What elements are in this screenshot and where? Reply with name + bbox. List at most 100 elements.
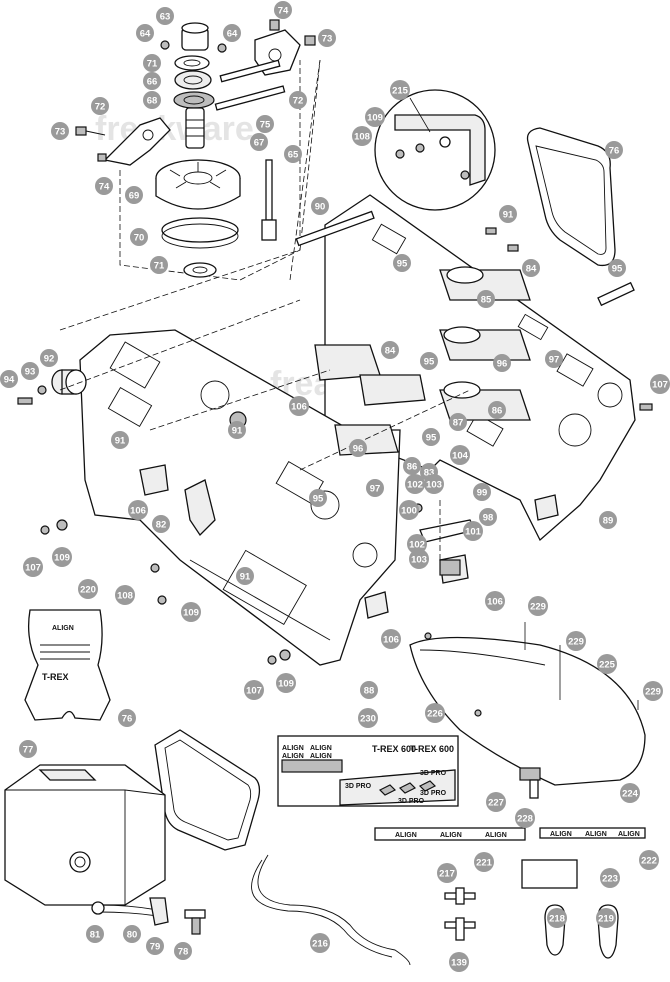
callout-circle bbox=[143, 54, 161, 72]
callout-number: 79 bbox=[150, 941, 161, 952]
callout-circle bbox=[156, 7, 174, 25]
callout-circle bbox=[547, 908, 567, 928]
callout-circle bbox=[486, 792, 506, 812]
sheet-variant-4: 3D PRO bbox=[398, 798, 425, 805]
callout-circle bbox=[40, 349, 58, 367]
callout-circle bbox=[174, 942, 192, 960]
callout-circle bbox=[123, 925, 141, 943]
callout-c230: 230 bbox=[358, 708, 378, 728]
callout-c92: 92 bbox=[40, 349, 58, 367]
callout-number: 96 bbox=[353, 443, 364, 454]
callout-c217: 217 bbox=[437, 863, 457, 883]
callout-c91d: 91 bbox=[236, 567, 254, 585]
callout-circle bbox=[409, 549, 429, 569]
callout-number: 82 bbox=[156, 519, 167, 530]
callout-circle bbox=[528, 596, 548, 616]
callout-circle bbox=[566, 631, 586, 651]
callout-circle bbox=[311, 197, 329, 215]
callout-c109c: 109 bbox=[181, 602, 201, 622]
callout-number: 229 bbox=[645, 686, 661, 697]
callout-circle bbox=[522, 259, 540, 277]
callout-number: 107 bbox=[25, 562, 41, 573]
callout-circle bbox=[310, 933, 330, 953]
callout-number: 104 bbox=[452, 450, 469, 461]
callout-circle bbox=[86, 925, 104, 943]
callout-c84a: 84 bbox=[522, 259, 540, 277]
sheet-model-1: T-REX 600 bbox=[372, 744, 416, 754]
callout-circle bbox=[643, 681, 663, 701]
callout-number: 98 bbox=[483, 512, 494, 523]
callout-circle bbox=[358, 708, 378, 728]
callout-c72a: 72 bbox=[91, 97, 109, 115]
decal-blank-223 bbox=[521, 859, 578, 889]
callout-number: 229 bbox=[568, 636, 584, 647]
guard-model-text: T-REX bbox=[42, 672, 69, 682]
callout-number: 86 bbox=[492, 405, 503, 416]
strip1-b: ALIGN bbox=[440, 832, 462, 839]
callout-number: 71 bbox=[147, 58, 158, 69]
callout-number: 71 bbox=[154, 260, 165, 271]
callout-number: 95 bbox=[424, 356, 435, 367]
callout-c95e: 95 bbox=[309, 489, 327, 507]
callout-circle bbox=[420, 352, 438, 370]
callout-c226: 226 bbox=[425, 703, 445, 723]
guard-decal-220: ALIGN T-REX bbox=[24, 609, 111, 721]
strip2-c: ALIGN bbox=[618, 831, 640, 838]
callout-c81: 81 bbox=[86, 925, 104, 943]
callout-c106c: 106 bbox=[128, 500, 148, 520]
callout-number: 219 bbox=[598, 913, 614, 924]
callout-number: 77 bbox=[23, 744, 34, 755]
callout-circle bbox=[118, 709, 136, 727]
callout-c64b: 64 bbox=[223, 24, 241, 42]
callout-circle bbox=[473, 483, 491, 501]
callout-circle bbox=[393, 254, 411, 272]
callout-c103b: 103 bbox=[409, 549, 429, 569]
callout-c106a: 106 bbox=[289, 396, 309, 416]
strip1-a: ALIGN bbox=[395, 832, 417, 839]
callout-circle bbox=[405, 474, 425, 494]
callout-c106b: 106 bbox=[485, 591, 505, 611]
callout-number: 76 bbox=[122, 713, 133, 724]
sheet-brand-2: ALIGN bbox=[310, 745, 332, 752]
callout-number: 222 bbox=[641, 855, 657, 866]
callout-c68: 68 bbox=[143, 91, 161, 109]
callout-number: 95 bbox=[397, 258, 408, 269]
callout-number: 216 bbox=[312, 938, 328, 949]
callout-number: 63 bbox=[160, 11, 171, 22]
callout-c88: 88 bbox=[360, 681, 378, 699]
callout-number: 226 bbox=[427, 708, 443, 719]
callout-number: 109 bbox=[54, 552, 70, 563]
callout-circle bbox=[390, 80, 410, 100]
callout-circle bbox=[599, 511, 617, 529]
callout-circle bbox=[228, 421, 246, 439]
callout-c66: 66 bbox=[143, 72, 161, 90]
callout-c220: 220 bbox=[78, 579, 98, 599]
callout-circle bbox=[485, 591, 505, 611]
callout-circle bbox=[276, 673, 296, 693]
callout-circle bbox=[488, 401, 506, 419]
callout-circle bbox=[449, 952, 469, 972]
callout-c95c: 95 bbox=[420, 352, 438, 370]
callout-c95d: 95 bbox=[422, 428, 440, 446]
callout-number: 106 bbox=[487, 596, 503, 607]
callout-circle bbox=[650, 374, 670, 394]
callout-number: 73 bbox=[322, 33, 333, 44]
callout-c219: 219 bbox=[596, 908, 616, 928]
callout-c98: 98 bbox=[479, 508, 497, 526]
callout-number: 86 bbox=[407, 461, 418, 472]
callout-number: 217 bbox=[439, 868, 455, 879]
callout-number: 102 bbox=[409, 539, 425, 550]
callout-circle bbox=[474, 852, 494, 872]
callout-circle bbox=[425, 703, 445, 723]
decal-sheet-230: ALIGN ALIGN ALIGN ALIGN T-REX 600 T-REX … bbox=[277, 735, 459, 807]
callout-circle bbox=[152, 515, 170, 533]
callout-number: 78 bbox=[178, 946, 189, 957]
callout-number: 103 bbox=[411, 554, 427, 565]
callout-c108b: 108 bbox=[115, 585, 135, 605]
callout-c109b: 109 bbox=[52, 547, 72, 567]
clutch-assembly bbox=[59, 19, 321, 331]
callout-circle bbox=[477, 290, 495, 308]
callout-number: 70 bbox=[134, 232, 145, 243]
callout-number: 91 bbox=[232, 425, 243, 436]
callout-circle bbox=[479, 508, 497, 526]
